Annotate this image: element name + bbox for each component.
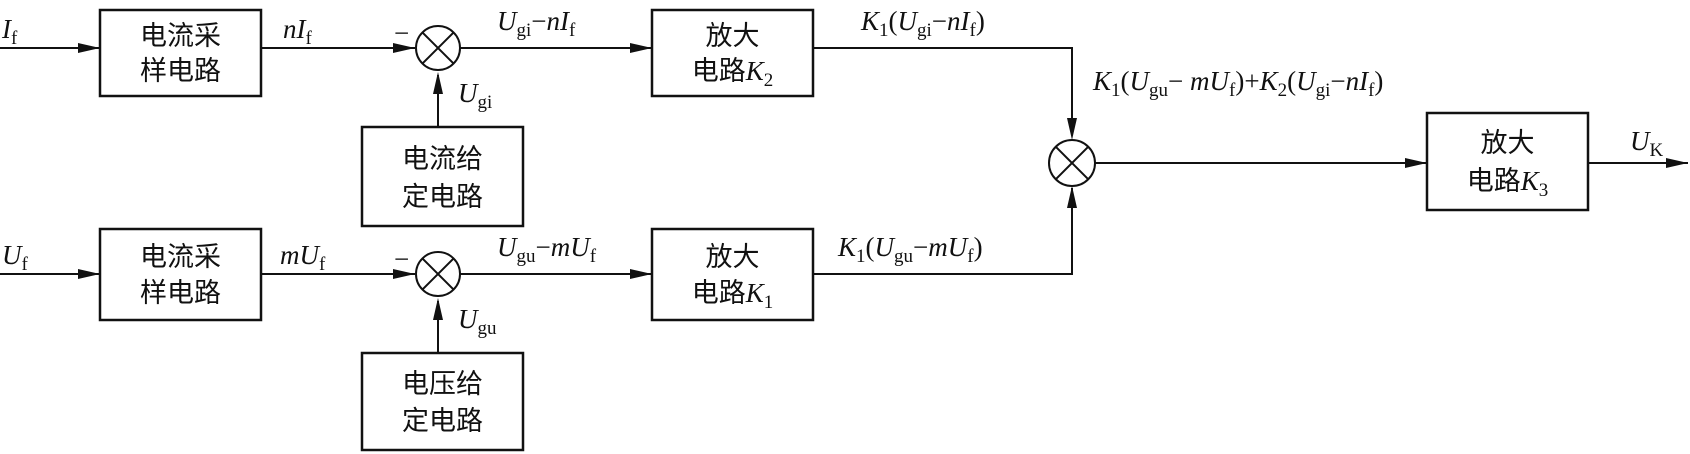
label-ref-voltage: Ugu	[458, 304, 497, 339]
block-current-sample-top: 电流采 样电路	[98, 8, 263, 98]
block-label: 放大	[706, 21, 760, 52]
block-label: 电流给	[402, 144, 483, 175]
wires	[0, 47, 1688, 353]
wire-amp-k2-to-main-sum	[813, 47, 1073, 122]
summing-junction-bottom	[415, 251, 461, 297]
label-input-bottom: Uf	[2, 240, 29, 275]
block-label: 定电路	[402, 182, 483, 213]
block-label: 电流采	[140, 242, 221, 273]
block-amp-k3: 放大 电路K3	[1425, 111, 1590, 212]
block-label: 样电路	[140, 278, 221, 309]
block-amp-k1: 放大 电路K1	[650, 227, 815, 322]
block-label-gain: 电路K2	[692, 56, 774, 91]
label-sum-expression: K1(Ugu− mUf)+K2(Ugi−nIf)	[1092, 66, 1383, 101]
block-label-gain: 电路K3	[1467, 166, 1549, 201]
arrow-right-icon	[1666, 158, 1688, 168]
minus-sign-top: −	[394, 18, 409, 48]
block-label: 电压给	[402, 369, 483, 400]
arrow-up-icon	[433, 72, 443, 94]
label-sampled-top: nIf	[283, 14, 313, 49]
block-label: 电流采	[140, 21, 221, 52]
arrow-right-icon	[630, 43, 652, 53]
block-label: 定电路	[402, 406, 483, 437]
label-error-bottom: Ugu−mUf	[497, 232, 597, 267]
arrow-down-icon	[1067, 118, 1077, 140]
block-voltage-ref: 电压给 定电路	[360, 351, 525, 452]
arrowheads	[78, 43, 1688, 320]
arrow-up-icon	[433, 298, 443, 320]
label-ref-current: Ugi	[458, 78, 492, 113]
summing-junction-top	[415, 25, 461, 71]
block-label: 放大	[1481, 128, 1535, 159]
arrow-right-icon	[1405, 158, 1427, 168]
arrow-right-icon	[630, 269, 652, 279]
summing-junction-main	[1048, 139, 1096, 187]
label-sampled-bottom: mUf	[280, 240, 326, 275]
block-label: 放大	[706, 242, 760, 273]
arrow-up-icon	[1067, 186, 1077, 208]
label-input-top: If	[1, 14, 18, 49]
arrow-right-icon	[393, 269, 415, 279]
block-current-ref: 电流给 定电路	[360, 125, 525, 228]
label-amp-out-top: K1(Ugi−nIf)	[860, 6, 985, 41]
block-label: 样电路	[140, 56, 221, 87]
label-output: UK	[1630, 126, 1664, 161]
label-amp-out-bottom: K1(Ugu−mUf)	[837, 232, 983, 267]
label-error-top: Ugi−nIf	[497, 6, 576, 41]
block-amp-k2: 放大 电路K2	[650, 8, 815, 98]
block-label-gain: 电路K1	[692, 278, 774, 313]
arrow-right-icon	[78, 43, 100, 53]
arrow-right-icon	[78, 269, 100, 279]
arrow-right-icon	[393, 43, 415, 53]
wire-amp-k1-to-main-sum	[813, 188, 1073, 275]
block-current-sample-bottom: 电流采 样电路	[98, 227, 263, 322]
minus-sign-bottom: −	[394, 244, 409, 274]
